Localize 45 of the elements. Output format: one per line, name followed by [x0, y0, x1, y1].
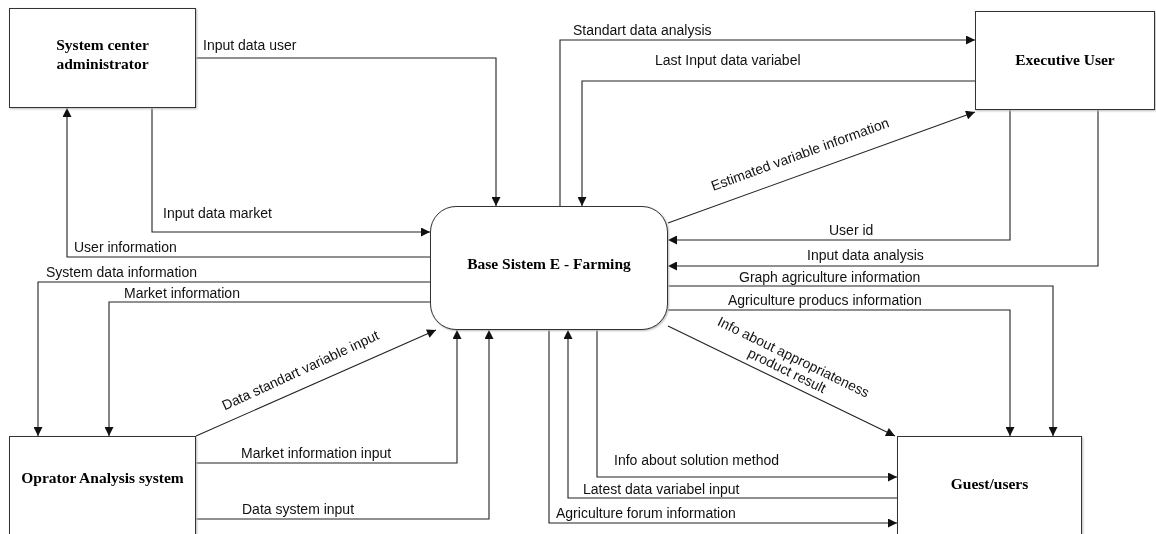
arrow	[667, 110, 976, 224]
arrow	[195, 329, 494, 520]
edge-label: Input data user	[203, 38, 297, 54]
arrow	[667, 309, 1015, 437]
node-label: Oprator Analysis system	[20, 467, 185, 488]
edge-label: Market information input	[241, 446, 392, 462]
entity-box	[975, 11, 1155, 110]
arrow	[195, 329, 462, 464]
arrow	[548, 329, 898, 528]
node-label: Base Sistem E - Farming	[466, 254, 632, 274]
entity-box	[897, 436, 1082, 534]
edge-label: Agriculture producs information	[728, 293, 922, 309]
arrow	[667, 325, 896, 437]
arrow	[667, 285, 1058, 437]
edge-label: Market information	[124, 286, 240, 302]
process-box	[430, 206, 668, 330]
edge-label: System data information	[46, 265, 197, 281]
edge-label: User id	[829, 223, 874, 239]
edge-label: Input data analysis	[807, 248, 924, 264]
arrow	[596, 329, 898, 482]
edge-label: Agriculture forum information	[556, 506, 736, 522]
node-label: Executive User	[1014, 49, 1116, 70]
arrow	[667, 109, 1099, 271]
edge-label: Data system input	[242, 502, 355, 518]
edge-label: User information	[74, 240, 177, 256]
arrow	[62, 107, 431, 258]
edge-label: Last Input data variabel	[655, 53, 801, 69]
arrow	[195, 57, 501, 207]
entity-box	[9, 8, 196, 108]
edge-label: Info about solution method	[614, 453, 779, 469]
arrow	[577, 80, 976, 207]
arrow	[33, 281, 431, 437]
arrow	[667, 109, 1011, 245]
node-label: System center administrator	[55, 34, 150, 74]
edge-label: Input data market	[163, 206, 272, 222]
edge-label: Graph agriculture information	[739, 270, 921, 286]
entity-box	[9, 436, 196, 534]
arrow	[151, 107, 431, 237]
arrow	[104, 301, 431, 437]
arrow	[559, 35, 976, 207]
node-label: Guest/users	[949, 473, 1030, 494]
edge-label: Latest data variabel input	[583, 482, 740, 498]
arrow	[195, 329, 437, 437]
edge-label: Standart data analysis	[573, 23, 712, 39]
arrow	[563, 329, 898, 499]
